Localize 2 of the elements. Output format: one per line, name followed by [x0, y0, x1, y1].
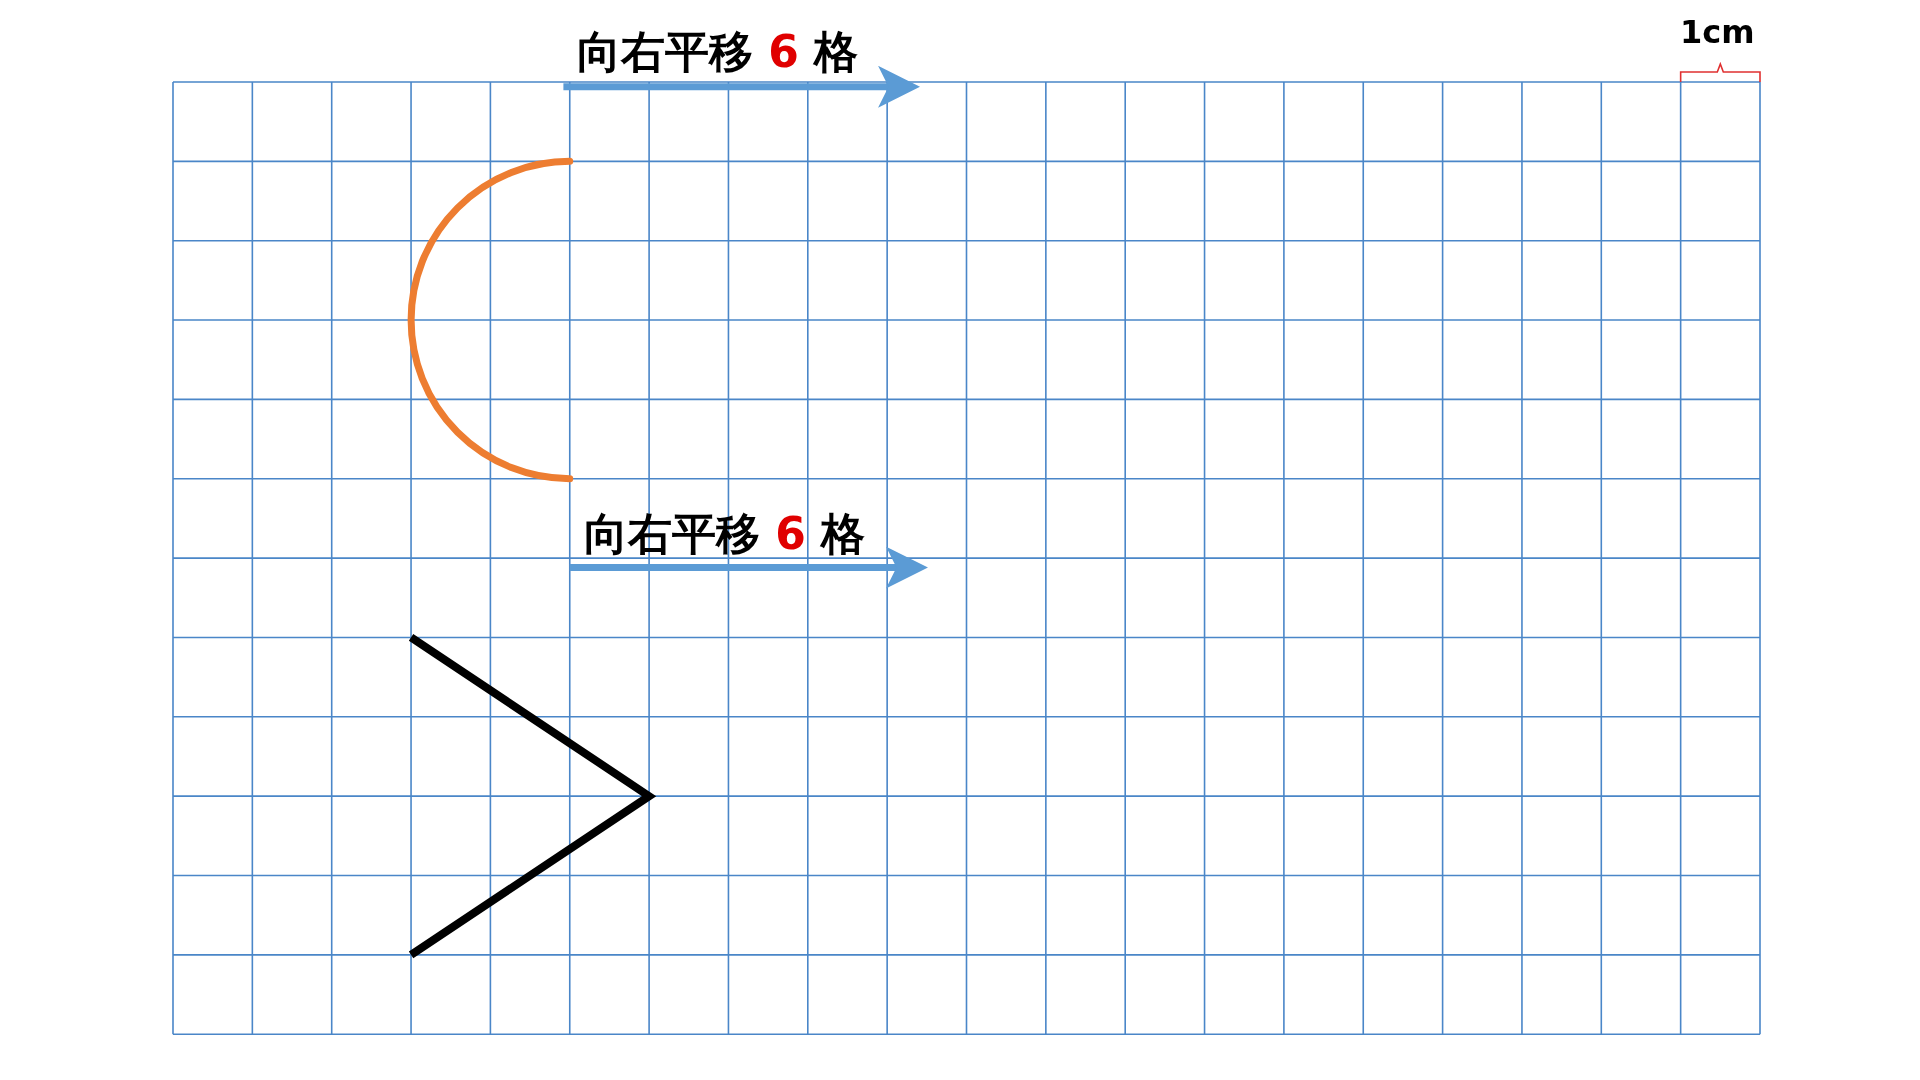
translation-label: 向右平移 6 格 [577, 30, 859, 74]
dimension-label: 1cm [1680, 16, 1755, 48]
